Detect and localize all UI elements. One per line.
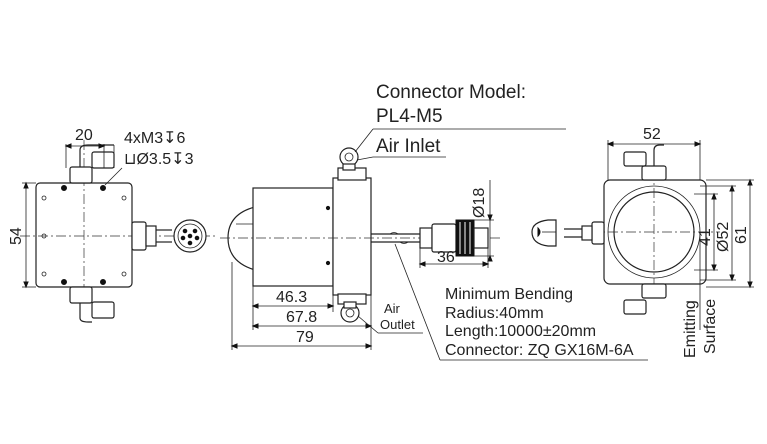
dim-79: 79 <box>296 329 314 346</box>
hole-br <box>100 279 106 285</box>
emitting-label-1: Emitting <box>682 300 699 358</box>
air-outlet-label-1: Air <box>384 301 401 316</box>
dim-connector-len: 36 <box>437 249 455 266</box>
dim-61: 61 <box>733 226 750 244</box>
dim-41: 41 <box>697 228 714 246</box>
right-view: 52 41 Ø52 61 Emitting Surface <box>531 126 754 358</box>
dim-left-width: 20 <box>75 127 93 144</box>
hole-tl <box>61 185 67 191</box>
min-bending-label: Minimum Bending <box>445 286 573 303</box>
middle-view: Ø18 36 46.3 67.8 79 Connector Model: PL4… <box>220 82 648 361</box>
dim-67-8: 67.8 <box>286 309 317 326</box>
connector-label: Connector: ZQ GX16M-6A <box>445 342 634 359</box>
air-outlet-label-2: Outlet <box>380 317 415 332</box>
dim-left-height: 54 <box>8 227 25 245</box>
dim-dia52: Ø52 <box>715 222 732 252</box>
right-body <box>603 179 707 285</box>
middle-flange <box>332 177 372 296</box>
emitting-label-2: Surface <box>702 299 719 354</box>
dim-cable-dia: Ø18 <box>471 188 488 218</box>
holes-callout-2: ⊔Ø3.5↧3 <box>124 151 194 168</box>
middle-body <box>252 187 334 287</box>
emitting-dome <box>227 206 256 271</box>
air-inlet-label: Air Inlet <box>376 136 441 157</box>
dim-46-3: 46.3 <box>276 289 307 306</box>
left-view: 20 4xM3↧6 ⊔Ø3.5↧3 54 <box>8 127 215 323</box>
hole-bl <box>61 279 67 285</box>
dim-right-width: 52 <box>643 126 661 143</box>
connector-model-value: PL4-M5 <box>376 106 443 127</box>
connector-model-label: Connector Model: <box>376 82 526 103</box>
hole-tr <box>100 185 106 191</box>
holes-callout-1: 4xM3↧6 <box>124 130 186 147</box>
length-label: Length:10000±20mm <box>445 323 596 340</box>
radius-label: Radius:40mm <box>445 305 544 322</box>
